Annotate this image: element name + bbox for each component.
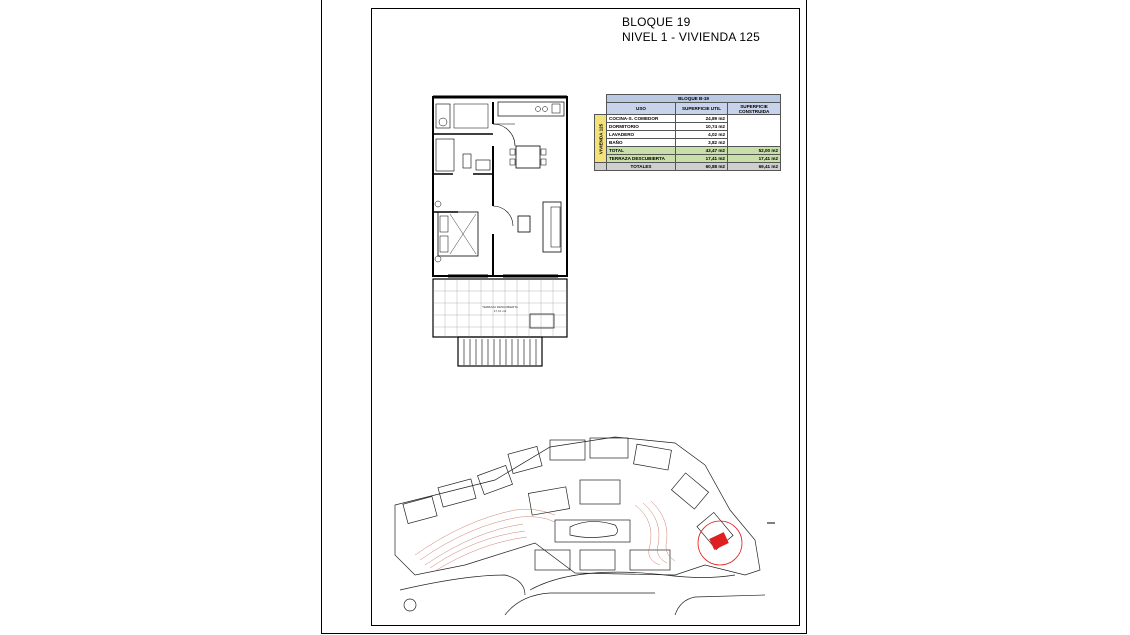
terrace-row-construida: 17,41 m2 — [726, 154, 782, 163]
drawing-frame — [371, 8, 800, 626]
unit-label: VIVIENDA 125 — [598, 123, 603, 154]
total-row-construida: 52,00 m2 — [726, 146, 782, 155]
floor-plan: TERRAZA DESCUBIERTA 17,41 m2 — [432, 95, 568, 367]
total-row-name: TOTAL — [606, 146, 676, 155]
unit-label-cell: VIVIENDA 125 — [594, 114, 607, 163]
col-header-util: SUPERFICIE UTIL — [675, 102, 728, 115]
row-util: 4,02 m2 — [675, 130, 728, 139]
total-row-util: 43,47 m2 — [675, 146, 728, 155]
row-construida — [726, 114, 782, 147]
location-circle — [697, 520, 743, 566]
totals-construida: 69,41 m2 — [726, 162, 782, 171]
row-util: 10,74 m2 — [675, 122, 728, 131]
highlighted-unit-marker — [709, 532, 729, 550]
terrace-row-name: TERRAZA DESCUBIERTA — [606, 154, 676, 163]
col-header-construida: SUPERFICIE CONSTRUIDA — [726, 102, 782, 115]
level-unit-title: NIVEL 1 - VIVIENDA 125 — [622, 30, 761, 44]
terrace-row-util: 17,41 m2 — [675, 154, 728, 163]
drawing-title: BLOQUE 19 NIVEL 1 - VIVIENDA 125 — [622, 15, 760, 45]
row-name: DORMITORIO — [606, 122, 676, 131]
row-util: 3,82 m2 — [675, 138, 728, 147]
row-util: 24,89 m2 — [675, 114, 728, 123]
row-name: BAÑO — [606, 138, 676, 147]
terrace-area-label: 17,41 m2 — [494, 309, 507, 313]
totals-name: TOTALES — [606, 162, 676, 171]
document-sheet — [321, 0, 807, 634]
block-title: BLOQUE 19 — [622, 15, 691, 29]
table-title: BLOQUE B-19 — [605, 94, 782, 103]
row-name: LAVADERO — [606, 130, 676, 139]
col-header-use: USO — [606, 102, 676, 115]
terrace-label: TERRAZA DESCUBIERTA — [482, 305, 518, 309]
row-name: COCINA-S. COMEDOR — [606, 114, 676, 123]
site-plan — [394, 436, 775, 616]
area-table: BLOQUE B-19 USO SUPERFICIE UTIL SUPERFIC… — [594, 94, 782, 178]
totals-util: 60,88 m2 — [675, 162, 728, 171]
